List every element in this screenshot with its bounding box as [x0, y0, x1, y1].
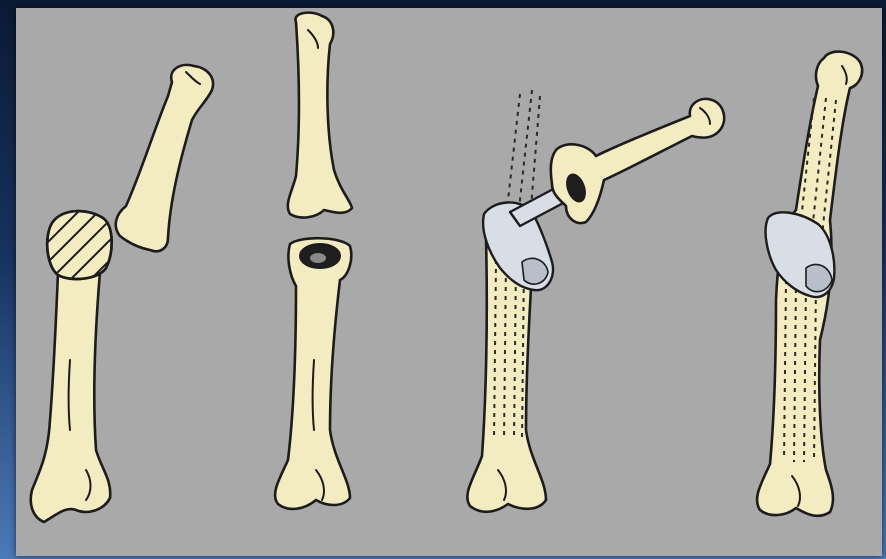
step-1-long-bone [31, 272, 111, 522]
step-2-lower-bone [275, 238, 351, 509]
step-1-forearm-bone [116, 65, 213, 251]
step-3-forearm-bone [551, 99, 724, 223]
step-2-upper-bone [288, 13, 352, 218]
